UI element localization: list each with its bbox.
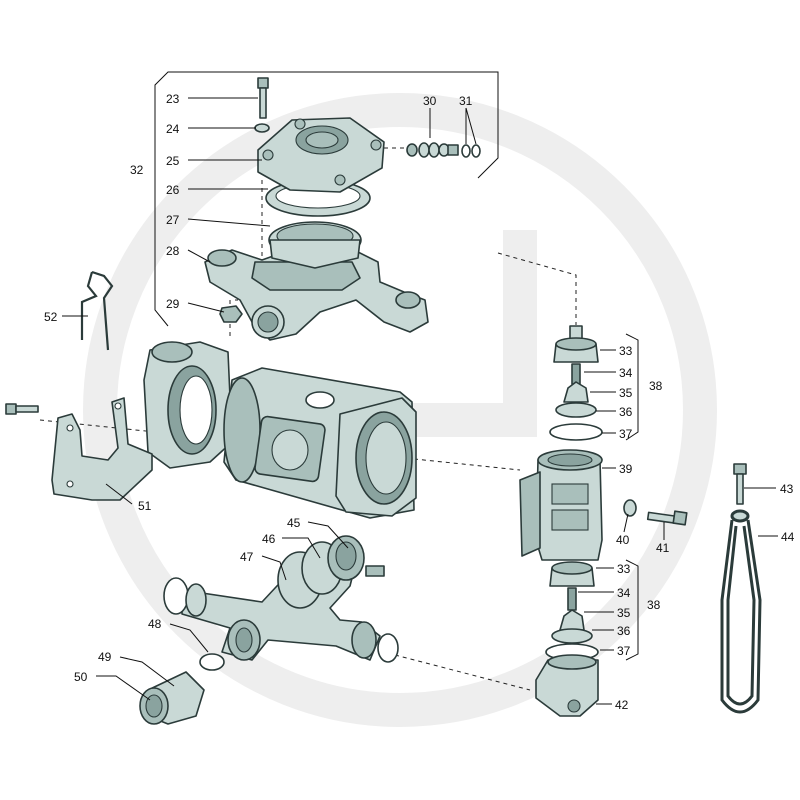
callout-40: 40 bbox=[616, 533, 630, 547]
callout-48: 48 bbox=[148, 617, 162, 631]
callout-37-upper: 37 bbox=[619, 427, 633, 441]
spring-clip-52 bbox=[80, 270, 114, 351]
callout-46: 46 bbox=[262, 532, 276, 546]
callout-30: 30 bbox=[423, 94, 437, 108]
upper-valve-stack bbox=[549, 325, 603, 441]
callout-44: 44 bbox=[781, 530, 795, 544]
callout-50: 50 bbox=[74, 670, 88, 684]
callout-labels: 23 24 25 26 27 28 29 30 31 32 52 51 33 3… bbox=[44, 92, 795, 712]
callout-36-lower: 36 bbox=[617, 624, 631, 638]
hose-tee-assembly bbox=[139, 535, 399, 725]
callout-31: 31 bbox=[459, 94, 473, 108]
bolt-43 bbox=[733, 463, 747, 505]
callout-36-upper: 36 bbox=[619, 405, 633, 419]
callout-43: 43 bbox=[780, 482, 794, 496]
callout-34-lower: 34 bbox=[617, 586, 631, 600]
callout-34-upper: 34 bbox=[619, 366, 633, 380]
callout-51: 51 bbox=[138, 499, 152, 513]
callout-35-upper: 35 bbox=[619, 386, 633, 400]
callout-45: 45 bbox=[287, 516, 301, 530]
callout-23: 23 bbox=[166, 92, 180, 106]
u-bracket-44 bbox=[720, 509, 762, 714]
callout-41: 41 bbox=[656, 541, 670, 555]
callout-38-upper: 38 bbox=[649, 379, 663, 393]
callout-35-lower: 35 bbox=[617, 606, 631, 620]
callout-37-lower: 37 bbox=[617, 644, 631, 658]
valve-head-assembly bbox=[204, 77, 481, 341]
leader-lines bbox=[62, 97, 778, 705]
callout-27: 27 bbox=[166, 213, 180, 227]
callout-29: 29 bbox=[166, 297, 180, 311]
callout-25: 25 bbox=[166, 154, 180, 168]
callout-39: 39 bbox=[619, 462, 633, 476]
callout-24: 24 bbox=[166, 122, 180, 136]
callout-26: 26 bbox=[166, 183, 180, 197]
callout-33-lower: 33 bbox=[617, 562, 631, 576]
callout-32: 32 bbox=[130, 163, 144, 177]
callout-52: 52 bbox=[44, 310, 58, 324]
callout-49: 49 bbox=[98, 650, 112, 664]
lower-valve-stack bbox=[535, 561, 599, 717]
mounting-bracket-51 bbox=[5, 397, 153, 501]
bracket-32 bbox=[154, 71, 499, 327]
callout-47: 47 bbox=[240, 550, 254, 564]
callout-42: 42 bbox=[615, 698, 629, 712]
valve-stem-30 bbox=[406, 142, 459, 158]
callout-38-lower: 38 bbox=[647, 598, 661, 612]
callout-33-upper: 33 bbox=[619, 344, 633, 358]
pump-body bbox=[143, 341, 417, 519]
valve-body-39 bbox=[519, 449, 688, 561]
callout-28: 28 bbox=[166, 244, 180, 258]
